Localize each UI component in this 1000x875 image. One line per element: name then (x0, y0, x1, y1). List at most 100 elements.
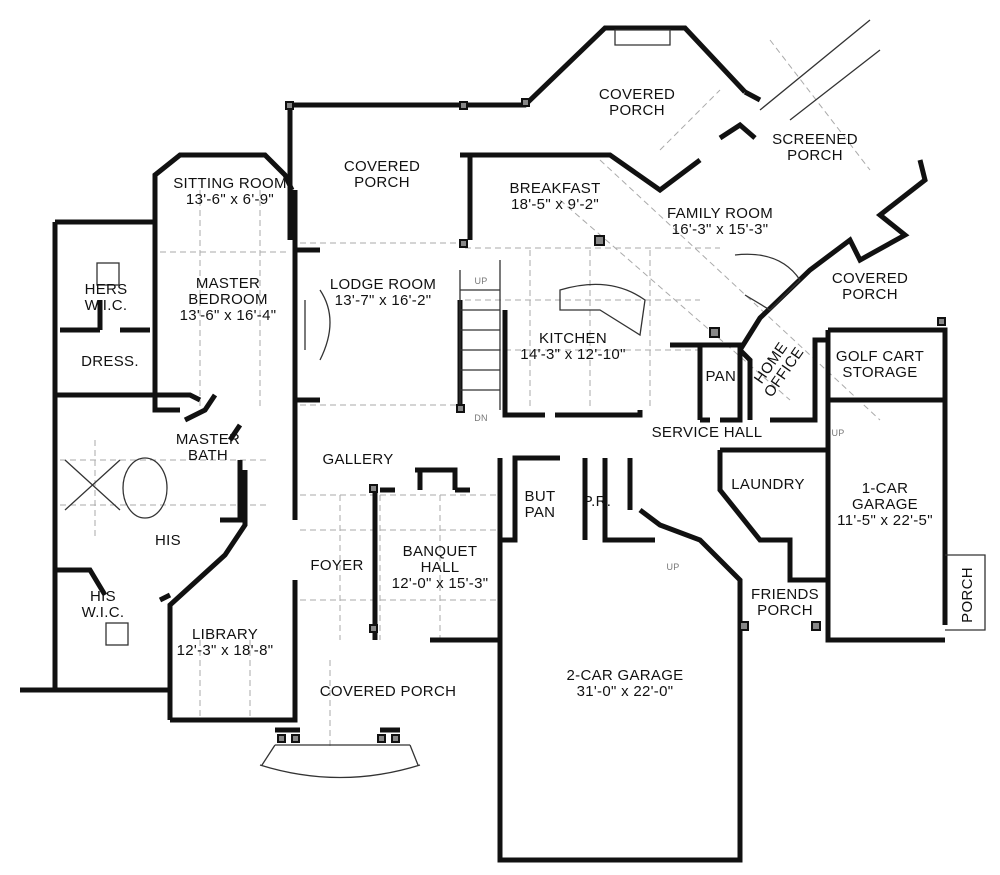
room-service-hall: SERVICE HALL (652, 425, 763, 441)
service-step-up-label: UP (831, 428, 845, 438)
room-name: P.R. (582, 493, 612, 510)
walls (20, 25, 948, 863)
room-name: SITTING ROOM (173, 175, 287, 192)
room-name: PORCH (787, 147, 843, 164)
garage-step-up-label: UP (666, 562, 680, 572)
family-fireplace (734, 253, 801, 311)
room-name: LIBRARY (191, 626, 259, 643)
kitchen-island (559, 283, 646, 337)
shower (64, 459, 121, 511)
room-name: PORCH (959, 567, 976, 623)
room-dimensions: 31'-0" x 22'-0" (576, 683, 674, 700)
side-porch (945, 554, 986, 631)
room-his: HIS (155, 533, 181, 549)
room-name: PORCH (354, 174, 410, 191)
room-name: COVERED (598, 86, 676, 103)
room-name: KITCHEN (539, 330, 607, 347)
room-name: BEDROOM (188, 291, 268, 308)
room-dimensions: 18'-5" x 9'-2" (510, 196, 600, 213)
room-name: FOYER (310, 557, 364, 574)
room-dimensions: 12'-0" x 15'-3" (391, 575, 489, 592)
room-name: W.I.C. (81, 604, 125, 621)
room-dimensions: 11'-5" x 22'-5" (837, 512, 933, 529)
room-name: GALLERY (322, 451, 394, 468)
room-name: PORCH (757, 602, 813, 619)
room-name: COVERED PORCH (319, 683, 457, 700)
room-name: COVERED (831, 270, 909, 287)
room-laundry: LAUNDRY (731, 477, 805, 493)
columns (277, 98, 946, 743)
room-dimensions: 13'-7" x 16'-2" (334, 292, 432, 309)
room-name: BUT (524, 488, 556, 505)
room-name: BATH (187, 447, 229, 464)
room-name: MASTER (195, 275, 261, 292)
room-name: HIS (90, 588, 116, 605)
his-wic-island (105, 622, 129, 646)
room-name: FAMILY ROOM (666, 205, 774, 222)
room-name: PORCH (842, 286, 898, 303)
fixtures (64, 19, 986, 779)
room-name: DRESS. (81, 353, 139, 370)
room-name: STORAGE (842, 364, 918, 381)
hers-wic-island (96, 262, 120, 286)
room-powder-room: P.R. (583, 494, 611, 510)
ceiling-lines (60, 39, 881, 750)
room-name: FRIENDS (751, 586, 819, 603)
room-pantry: PAN. (705, 369, 740, 385)
room-name: 2-CAR GARAGE (566, 667, 684, 684)
room-dimensions: 13'-6" x 16'-4" (179, 307, 277, 324)
room-dimensions: 14'-3" x 12'-10" (520, 346, 626, 363)
room-name: GARAGE (852, 496, 918, 513)
room-name: SERVICE HALL (651, 424, 763, 441)
room-dimensions: 16'-3" x 15'-3" (671, 221, 769, 238)
room-name: COVERED (343, 158, 421, 175)
stair-up-label: UP (474, 276, 488, 286)
room-name: HIS (155, 532, 181, 549)
room-name: BANQUET (402, 543, 478, 560)
room-name: PAN (524, 504, 556, 521)
room-dress: DRESS. (81, 354, 139, 370)
fireplace (304, 289, 331, 361)
stair-down-label: DN (474, 413, 488, 423)
screened-porch-steps (759, 19, 881, 121)
room-name: BREAKFAST (509, 180, 601, 197)
room-name: 1-CAR (861, 480, 909, 497)
room-dimensions: 13'-6" x 6'-9" (185, 191, 275, 208)
front-steps (259, 744, 421, 779)
room-covered-porch-front: COVERED PORCH (320, 684, 456, 700)
outdoor-fireplace (614, 29, 671, 46)
room-name: W.I.C. (84, 297, 128, 314)
room-name: MASTER (175, 431, 241, 448)
room-name: HERS (84, 281, 128, 298)
room-name: PORCH (609, 102, 665, 119)
room-porch-side: PORCH (959, 567, 976, 623)
room-name: HALL (420, 559, 460, 576)
room-name: SCREENED (772, 131, 858, 148)
bathtub (122, 457, 168, 519)
room-name: LAUNDRY (731, 476, 805, 493)
room-name: LODGE ROOM (329, 276, 437, 293)
staircase (459, 260, 501, 410)
